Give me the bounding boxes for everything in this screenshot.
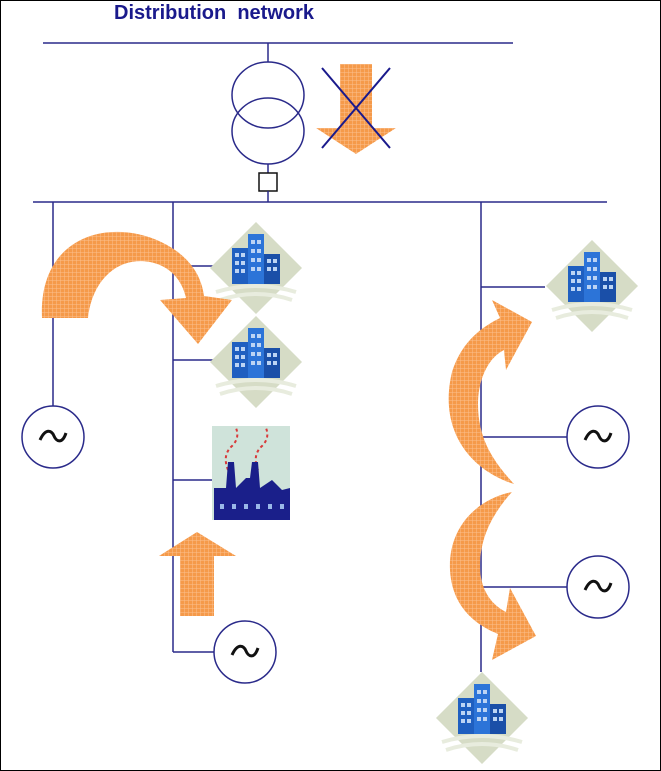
generator-symbol-right-2 — [565, 554, 631, 620]
office-building-icon-4 — [434, 670, 530, 766]
flow-arrow-curved-left — [41, 231, 232, 344]
office-building-icon-3 — [544, 238, 640, 334]
flow-arrow-curved-right-upper — [448, 300, 532, 484]
diagram-title: Distribution network — [114, 2, 314, 24]
transformer-icon — [231, 61, 305, 165]
generator-symbol-middle — [212, 619, 278, 685]
breaker-icon — [258, 172, 278, 192]
flow-arrow-up — [159, 532, 236, 616]
flow-arrow-curved-right-lower — [449, 492, 536, 660]
generator-symbol-right-1 — [565, 404, 631, 470]
crossed-flow-arrow — [316, 64, 396, 154]
generator-symbol-left — [20, 404, 86, 470]
factory-icon — [212, 426, 290, 520]
office-building-icon-2 — [208, 314, 304, 410]
